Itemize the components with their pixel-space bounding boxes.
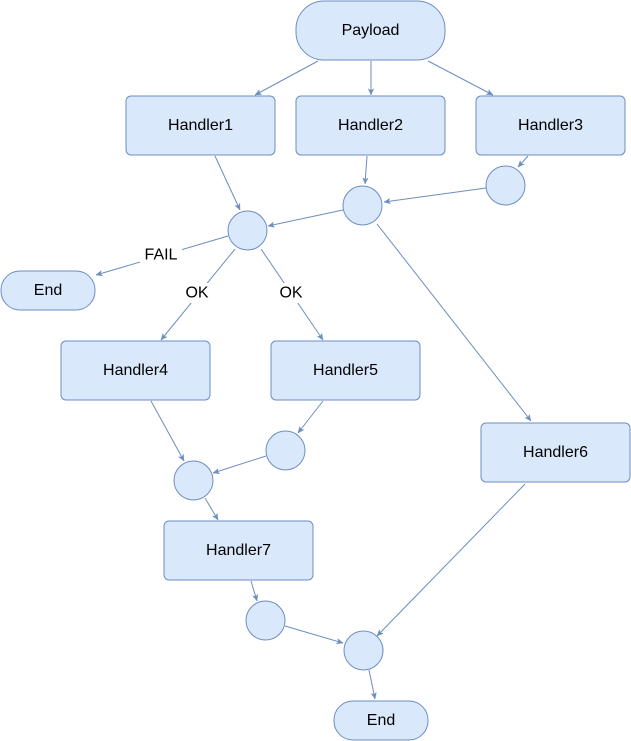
- edge-label-ok-right-text: OK: [279, 285, 302, 302]
- node-end-final-label: End: [367, 712, 395, 729]
- node-end-fail-label: End: [34, 282, 62, 299]
- edge-handler3-junction: [517, 155, 529, 168]
- edge-junction-to-handler7: [204, 497, 219, 520]
- node-handler5-label: Handler5: [313, 362, 378, 379]
- node-handler2[interactable]: Handler2: [295, 95, 446, 156]
- edge-junction-h7-to-final: [284, 625, 343, 643]
- edge-merge-to-handler6: [376, 223, 532, 421]
- edge-final-to-end: [368, 669, 375, 699]
- edge-junction-h3-to-merge: [384, 187, 487, 202]
- node-junction-h4-h5[interactable]: [173, 460, 214, 501]
- node-junction-h7[interactable]: [245, 600, 286, 641]
- edge-label-ok-right: OK: [276, 283, 306, 303]
- edge-payload-handler1: [255, 60, 319, 96]
- node-handler7[interactable]: Handler7: [163, 520, 314, 581]
- node-handler1[interactable]: Handler1: [125, 95, 276, 156]
- node-handler6[interactable]: Handler6: [480, 422, 631, 483]
- node-end-final[interactable]: End: [333, 700, 429, 741]
- edge-handler6-to-final: [376, 483, 526, 637]
- edge-label-fail: FAIL: [140, 245, 182, 265]
- node-junction-final[interactable]: [343, 630, 384, 671]
- node-handler4-label: Handler4: [103, 362, 168, 379]
- edges: [96, 60, 532, 699]
- node-handler3[interactable]: Handler3: [475, 95, 626, 156]
- edge-handler4-junction: [150, 400, 185, 461]
- node-junction-h3[interactable]: [485, 165, 526, 206]
- node-junction-check[interactable]: [227, 210, 268, 251]
- node-junction-merge[interactable]: [342, 185, 383, 226]
- edge-handler2-junction: [365, 155, 367, 184]
- node-payload[interactable]: Payload: [295, 0, 446, 61]
- node-handler6-label: Handler6: [523, 444, 588, 461]
- edge-merge-to-check: [268, 209, 344, 226]
- edge-label-ok-left-text: OK: [185, 285, 208, 302]
- edge-label-fail-text: FAIL: [145, 247, 178, 264]
- node-payload-label: Payload: [342, 22, 400, 39]
- edge-payload-handler3: [427, 60, 493, 96]
- edge-handler5-junction: [297, 400, 324, 433]
- node-handler4[interactable]: Handler4: [60, 340, 211, 401]
- node-handler2-label: Handler2: [338, 117, 403, 134]
- node-end-fail[interactable]: End: [0, 270, 96, 311]
- edge-handler1-check: [214, 155, 241, 210]
- edge-labels: FAIL OK OK: [140, 245, 306, 303]
- edge-junction-h5-to-merge: [213, 455, 267, 473]
- node-handler1-label: Handler1: [168, 117, 233, 134]
- edge-handler7-junction: [250, 580, 257, 601]
- edge-label-ok-left: OK: [182, 283, 212, 303]
- node-handler3-label: Handler3: [518, 117, 583, 134]
- node-handler7-label: Handler7: [206, 542, 271, 559]
- node-handler5[interactable]: Handler5: [270, 340, 421, 401]
- node-junction-h5[interactable]: [265, 430, 306, 471]
